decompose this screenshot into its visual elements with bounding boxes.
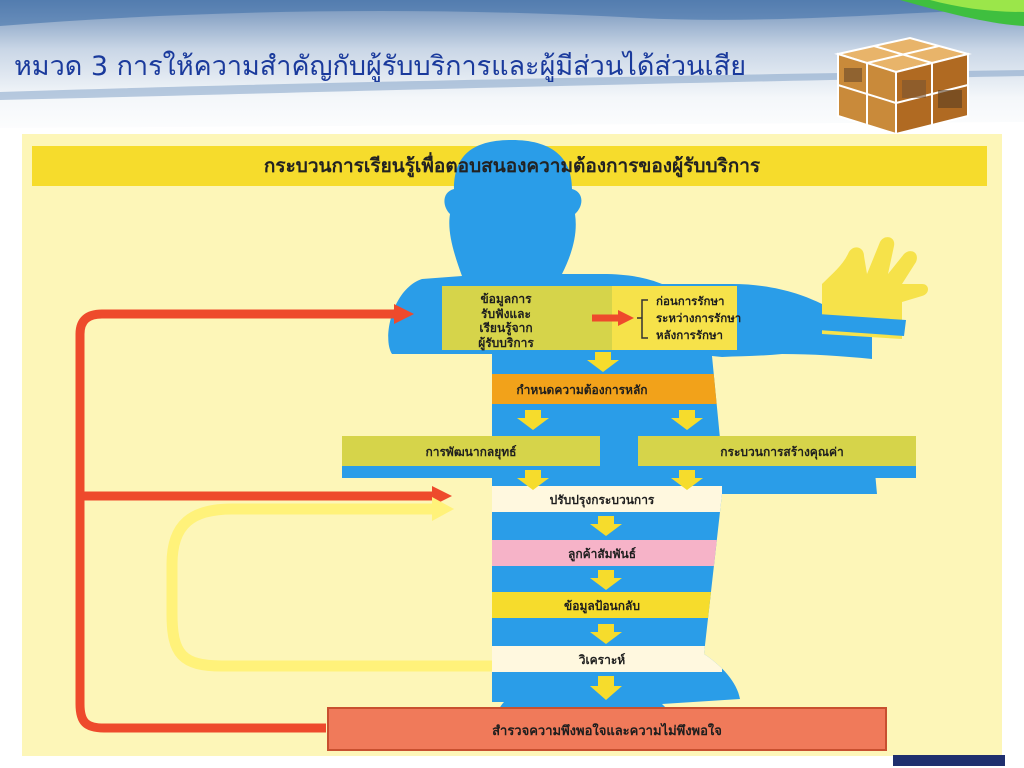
value-creation-bar <box>638 436 916 466</box>
step-define-needs: กำหนดความต้องการหลัก <box>516 383 648 397</box>
step-value-creation: กระบวนการสร้างคุณค่า <box>720 445 844 459</box>
source-line: ผู้รับบริการ <box>478 335 534 350</box>
source-label: ข้อมูลการ รับฟังและ เรียนรู้จาก ผู้รับบร… <box>448 292 564 350</box>
photo-cube-icon <box>834 36 972 134</box>
footer-badge <box>893 755 1005 766</box>
inner-feedback-loop <box>166 503 492 672</box>
step-feedback: ข้อมูลป้อนกลับ <box>564 599 640 613</box>
wrist-band <box>818 314 906 336</box>
stages-bracket <box>637 299 648 339</box>
step-strategy: การพัฒนากลยุทธ์ <box>425 445 517 459</box>
source-line: ข้อมูลการ <box>480 292 532 306</box>
strategy-bar <box>342 436 600 466</box>
diagram-title: กระบวนการเรียนรู้เพื่อตอบสนองความต้องการ… <box>263 155 761 177</box>
diagram-graphic <box>32 140 987 751</box>
step-survey: สำรวจความพึงพอใจและความไม่พึงพอใจ <box>492 724 722 739</box>
slide-title: หมวด 3 การให้ความสำคัญกับผู้รับบริการและ… <box>14 51 747 82</box>
step-improve-process: ปรับปรุงกระบวนการ <box>549 493 655 507</box>
step-analyze: วิเคราะห์ <box>578 653 626 667</box>
step-customer-relations: ลูกค้าสัมพันธ์ <box>567 547 637 561</box>
stage-before: ก่อนการรักษา <box>656 294 725 308</box>
flow-arrows <box>517 352 703 700</box>
outer-feedback-loop <box>75 309 394 733</box>
stage-after: หลังการรักษา <box>656 328 724 342</box>
diagram-panel: กระบวนการเรียนรู้เพื่อตอบสนองความต้องการ… <box>22 134 1002 756</box>
survey-box <box>327 707 887 751</box>
source-line: เรียนรู้จาก <box>479 321 533 335</box>
source-line: รับฟังและ <box>481 306 531 321</box>
stage-during: ระหว่างการรักษา <box>656 311 742 325</box>
raised-hand <box>822 237 928 339</box>
